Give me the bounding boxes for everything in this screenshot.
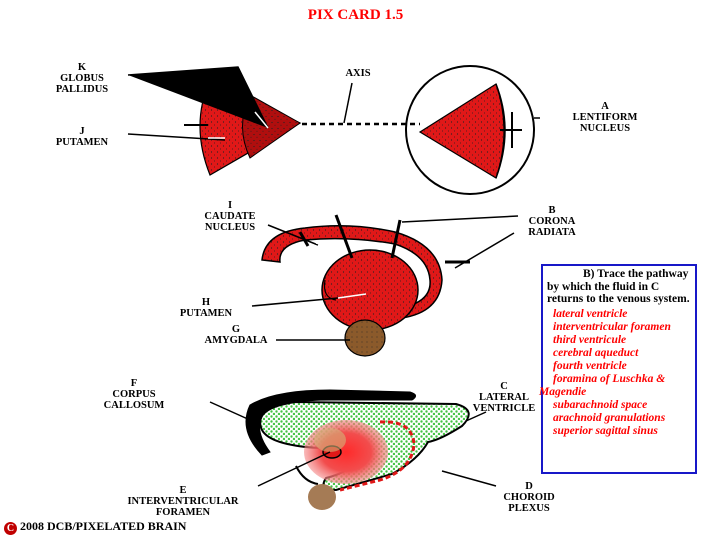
bottom-leader-lines <box>209 401 497 487</box>
answer-item: arachnoid granulations <box>553 411 666 424</box>
middle-leader-lines <box>251 215 519 341</box>
answer-item: foramina of Luschka & <box>553 372 666 385</box>
answer-item: cerebral aqueduct <box>553 346 639 359</box>
copyright-text: 2008 DCB/PIXELATED BRAIN <box>20 519 187 533</box>
question-box: B) Trace the pathway by which the fluid … <box>539 264 697 474</box>
page-title: PIX CARD 1.5 <box>307 7 404 23</box>
copyright-icon: C <box>4 522 17 535</box>
answer-item: fourth ventricle <box>553 359 627 372</box>
answer-item: subarachnoid space <box>553 398 648 411</box>
answer-item: lateral ventricle <box>553 307 628 320</box>
answer-list: lateral ventricle interventricular foram… <box>539 307 695 438</box>
answer-item: interventricular foramen <box>553 320 671 333</box>
answer-item: superior sagittal sinus <box>553 424 658 437</box>
question-instruction: B) Trace the pathway by which the fluid … <box>547 268 690 305</box>
top-leader-lines <box>127 66 540 141</box>
label-axis: AXIS <box>345 68 371 79</box>
ventricle-section <box>245 389 470 510</box>
answer-item: Magendie <box>539 385 587 398</box>
caudate-putamen-group <box>261 214 470 357</box>
lentiform-cone-right <box>405 65 535 195</box>
answer-item: third ventricule <box>553 333 627 346</box>
